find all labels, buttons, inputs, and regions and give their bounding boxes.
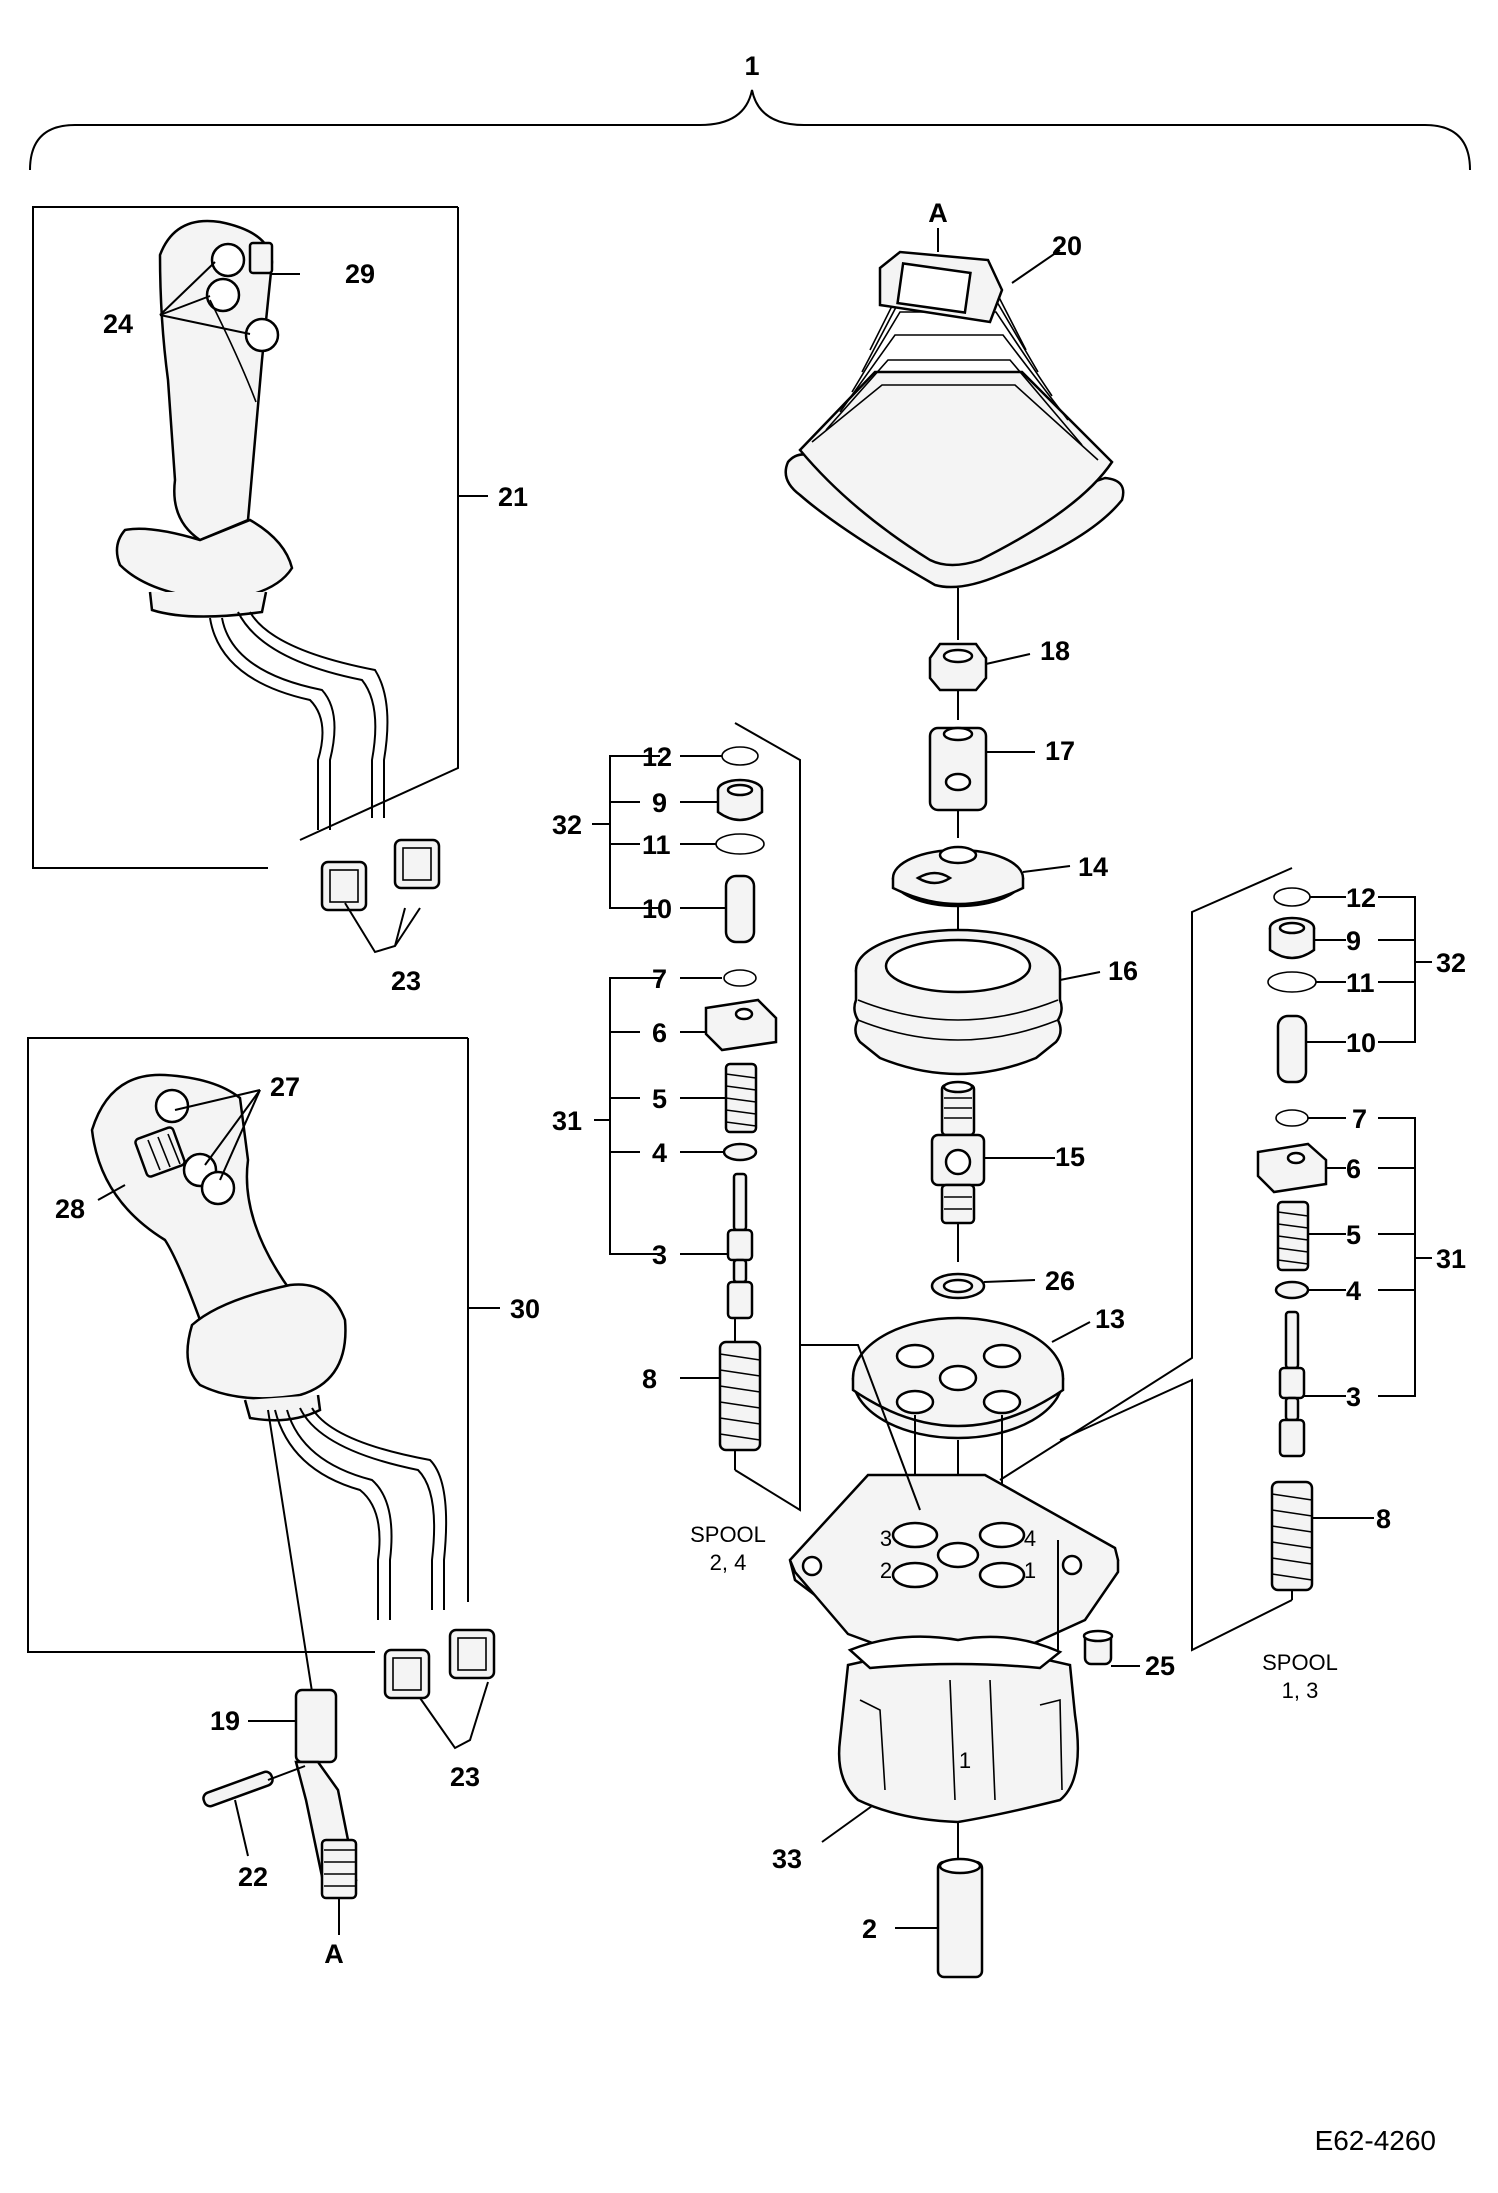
callout-32-right: 32 [1436, 948, 1466, 978]
body-mark: 1 [959, 1748, 971, 1773]
callout-31-left: 31 [552, 1106, 582, 1136]
callout-4-right: 4 [1346, 1276, 1361, 1306]
callout-11-right: 11 [1346, 968, 1375, 998]
callout-25: 25 [1145, 1651, 1175, 1681]
spool-stack-right [999, 867, 1432, 1652]
valve-body-33 [788, 1473, 1120, 1860]
callout-8-left: 8 [642, 1364, 657, 1394]
port-3: 3 [880, 1526, 892, 1551]
callout-7-left: 7 [652, 964, 667, 994]
callout-9-right: 9 [1346, 926, 1361, 956]
callout-3-right: 3 [1346, 1382, 1361, 1412]
shaft-adapter-19 [248, 1688, 358, 1935]
callout-10-right: 10 [1346, 1028, 1376, 1058]
joystick-handle-30 [90, 1073, 496, 1731]
rubber-boot-20 [784, 249, 1125, 640]
callout-23-bottom: 23 [450, 1762, 480, 1792]
callout-21: 21 [498, 482, 528, 512]
threaded-joint-15 [930, 1080, 1055, 1262]
spool-right-numbers: 1, 3 [1282, 1678, 1319, 1703]
callout-3-left: 3 [652, 1240, 667, 1270]
reference-A-bottom: A [324, 1939, 344, 1969]
callout-23-top: 23 [391, 966, 421, 996]
port-2: 2 [880, 1558, 892, 1583]
disc-plate-14 [891, 845, 1071, 940]
callout-1: 1 [744, 51, 759, 81]
callout-5-right: 5 [1346, 1220, 1361, 1250]
callout-30: 30 [510, 1294, 540, 1324]
sleeve-2 [895, 1857, 984, 1979]
callout-8-right: 8 [1376, 1504, 1391, 1534]
callout-10-left: 10 [642, 894, 672, 924]
callout-33: 33 [772, 1844, 802, 1874]
port-4: 4 [1024, 1526, 1036, 1551]
spool-right-word: SPOOL [1262, 1650, 1338, 1675]
coupling-17 [928, 726, 1035, 838]
callout-29: 29 [345, 259, 375, 289]
spool-stack-left [592, 722, 921, 1512]
callout-26: 26 [1045, 1266, 1075, 1296]
callout-9-left: 9 [652, 788, 667, 818]
callout-13: 13 [1095, 1304, 1125, 1334]
callout-32-left: 32 [552, 810, 582, 840]
leader-lines-21-group [159, 261, 421, 954]
leader-lines-30-group [97, 1089, 489, 1750]
callout-20: 20 [1052, 231, 1082, 261]
callout-28: 28 [55, 1194, 85, 1224]
spool-left-word: SPOOL [690, 1522, 766, 1547]
callout-19: 19 [210, 1706, 240, 1736]
callout-24: 24 [103, 309, 133, 339]
plate-13 [851, 1316, 1091, 1440]
assembly-brace [29, 89, 1471, 171]
callout-12-right: 12 [1346, 883, 1376, 913]
washer-26 [930, 1272, 1036, 1300]
callout-2: 2 [862, 1914, 877, 1944]
plug-25 [1082, 1629, 1140, 1667]
callout-27: 27 [270, 1072, 300, 1102]
reference-A-top: A [928, 198, 948, 228]
handle-30-box [27, 1037, 500, 1653]
port-1: 1 [1024, 1558, 1036, 1583]
bellows-cup-16 [853, 928, 1101, 1076]
pin-22 [202, 1765, 306, 1857]
callout-12-left: 12 [642, 742, 672, 772]
callout-18: 18 [1040, 636, 1070, 666]
spool-left-numbers: 2, 4 [710, 1550, 747, 1575]
callout-16: 16 [1108, 956, 1138, 986]
callout-15: 15 [1055, 1142, 1085, 1172]
callout-11-left: 11 [642, 830, 671, 860]
callout-4-left: 4 [652, 1138, 667, 1168]
handle-21-box [32, 206, 488, 869]
callout-22: 22 [238, 1862, 268, 1892]
callout-5-left: 5 [652, 1084, 667, 1114]
nut-18 [928, 642, 1031, 720]
callout-14: 14 [1078, 852, 1108, 882]
callout-7-right: 7 [1352, 1104, 1367, 1134]
callout-17: 17 [1045, 736, 1075, 766]
callout-6-left: 6 [652, 1018, 667, 1048]
joystick-handle-21 [115, 219, 441, 912]
drawing-number: E62-4260 [1315, 2125, 1436, 2156]
callout-31-right: 31 [1436, 1244, 1466, 1274]
callout-6-right: 6 [1346, 1154, 1361, 1184]
